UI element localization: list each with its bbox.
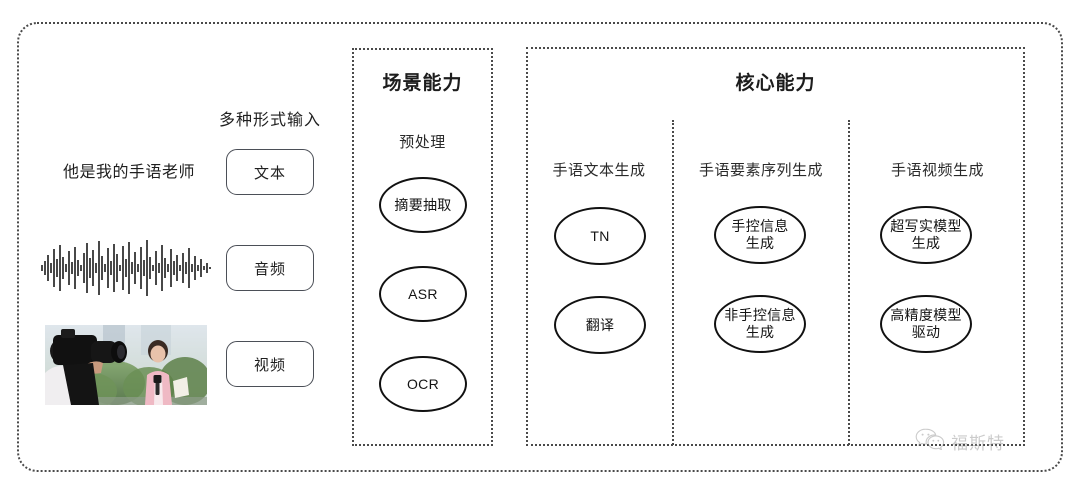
multi-input-header: 多种形式输入 <box>218 112 321 129</box>
node-summary-extraction[interactable]: 摘要抽取 <box>379 177 467 233</box>
core-column-label-video-generation: 手语视频生成 <box>890 162 984 179</box>
node-tn[interactable]: TN <box>554 207 646 265</box>
node-translation[interactable]: 翻译 <box>554 296 646 354</box>
input-modality-text[interactable]: 文本 <box>226 149 314 195</box>
node-manual-info-generation[interactable]: 手控信息生成 <box>714 206 806 264</box>
video-thumbnail-icon <box>45 325 207 405</box>
core-capability-title: 核心能力 <box>735 73 816 94</box>
node-non-manual-info-generation[interactable]: 非手控信息生成 <box>714 295 806 353</box>
core-column-divider-2 <box>848 120 850 445</box>
outer-frame <box>17 22 1063 472</box>
node-photorealistic-model-generation[interactable]: 超写实模型生成 <box>880 206 972 264</box>
input-modality-video[interactable]: 视频 <box>226 341 314 387</box>
scene-preprocess-label: 预处理 <box>399 134 446 151</box>
node-asr[interactable]: ASR <box>379 266 467 322</box>
sample-text: 他是我的手语老师 <box>62 164 195 181</box>
core-column-label-text-generation: 手语文本生成 <box>552 162 646 179</box>
scene-capability-title: 场景能力 <box>382 73 463 94</box>
node-ocr[interactable]: OCR <box>379 356 467 412</box>
scene-capability-box <box>352 48 493 446</box>
input-modality-audio[interactable]: 音频 <box>226 245 314 291</box>
node-high-precision-model-driving[interactable]: 高精度模型驱动 <box>880 295 972 353</box>
core-column-divider-1 <box>672 120 674 445</box>
wechat-icon <box>915 428 945 455</box>
core-capability-box <box>526 47 1025 446</box>
watermark-text: 福斯特 <box>951 434 1005 453</box>
watermark: 福斯特 <box>915 428 1005 455</box>
audio-waveform-icon <box>40 237 218 299</box>
core-column-label-element-sequence-generation: 手语要素序列生成 <box>698 162 823 179</box>
